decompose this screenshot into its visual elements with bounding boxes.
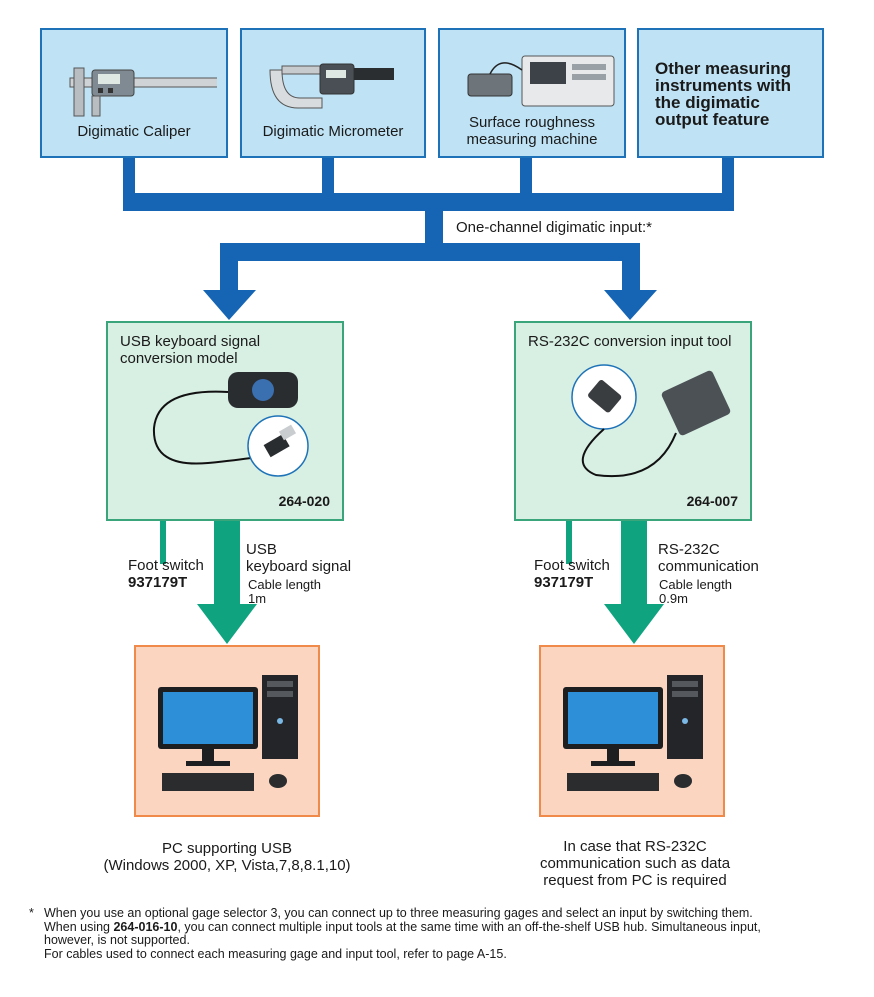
other-instruments-label: Other measuring instruments with the dig…	[655, 59, 792, 129]
instrument-box-other: Other measuring instruments with the dig…	[637, 28, 824, 158]
tool-box-usb: USB keyboard signal conversion model 264…	[106, 321, 344, 521]
arrow-down-right-icon	[604, 290, 657, 320]
tool-title: USB keyboard signal conversion model	[120, 333, 261, 367]
tool-box-rs232: RS-232C conversion input tool 264-007	[514, 321, 752, 521]
tool-code: 264-020	[278, 493, 330, 509]
footnote: * When you use an optional gage selector…	[29, 906, 761, 961]
instrument-label: Digimatic Caliper	[77, 123, 191, 140]
tool-title: RS-232C conversion input tool	[528, 333, 732, 350]
bus-label: One-channel digimatic input:*	[456, 219, 652, 236]
micrometer-icon	[269, 63, 394, 109]
roughness-tester-icon	[467, 55, 615, 107]
foot-switch-label-rs232: Foot switch 937179T	[534, 557, 610, 591]
cable-length-rs232: Cable length 0.9m	[659, 577, 732, 606]
caliper-icon	[69, 67, 217, 117]
arrow-down-usb-icon	[197, 604, 257, 644]
instrument-box-micrometer: Digimatic Micrometer	[240, 28, 426, 158]
blue-bus	[123, 155, 734, 320]
pc-box-usb	[134, 645, 320, 817]
signal-label-rs232: RS-232C communication	[658, 541, 759, 575]
usb-converter-icon	[152, 372, 309, 477]
rs232-converter-icon	[571, 364, 731, 477]
instrument-label: Digimatic Micrometer	[262, 123, 404, 140]
pc-box-rs232	[539, 645, 725, 817]
instrument-box-roughness: Surface roughness measuring machine	[438, 28, 626, 158]
pc-caption-rs232: In case that RS-232C communication such …	[539, 838, 731, 889]
green-signals	[160, 519, 664, 644]
desktop-pc-icon	[158, 675, 298, 791]
instrument-box-caliper: Digimatic Caliper	[40, 28, 228, 158]
arrow-down-rs232-icon	[604, 604, 664, 644]
pc-caption-usb: PC supporting USB (Windows 2000, XP, Vis…	[103, 840, 351, 874]
signal-label-usb: USB keyboard signal	[246, 541, 352, 575]
tool-code: 264-007	[686, 493, 738, 509]
foot-switch-label-usb: Foot switch 937179T	[128, 557, 204, 591]
desktop-pc-icon	[563, 675, 703, 791]
cable-length-usb: Cable length 1m	[248, 577, 321, 606]
arrow-down-left-icon	[203, 290, 256, 320]
instrument-label: Surface roughness measuring machine	[466, 114, 598, 148]
